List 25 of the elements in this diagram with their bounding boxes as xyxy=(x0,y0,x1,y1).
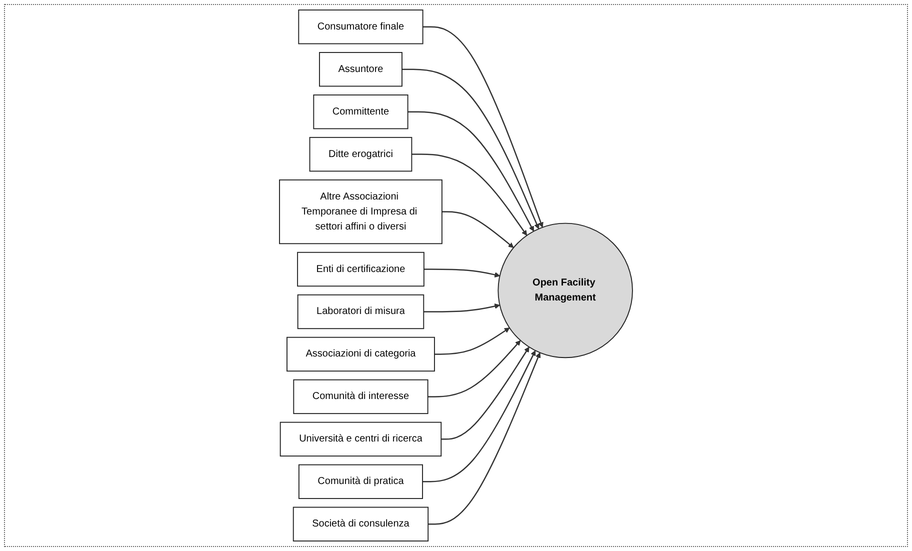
arrow xyxy=(428,340,521,398)
node-box: Associazioni di categoria xyxy=(286,336,435,372)
arrow xyxy=(434,328,510,355)
node-box: Ditte erogatrici xyxy=(309,136,412,172)
arrow xyxy=(422,350,536,482)
node-box: Comunità di pratica xyxy=(298,464,423,499)
arrow xyxy=(408,111,534,232)
node-circle: Open Facility Management xyxy=(498,222,633,358)
arrow xyxy=(424,304,500,312)
node-box: Enti di certificazione xyxy=(297,252,424,287)
arrow xyxy=(402,68,540,230)
arrow xyxy=(442,211,514,248)
node-box: Università e centri di ricerca xyxy=(280,422,442,456)
arrow xyxy=(424,268,500,278)
arrow xyxy=(412,154,528,236)
arrow xyxy=(428,352,541,525)
node-box: Committente xyxy=(313,94,408,130)
node-box: Assuntore xyxy=(319,52,402,87)
node-box: Laboratori di misura xyxy=(297,294,424,330)
node-box: Comunità di interesse xyxy=(293,379,428,414)
node-box: Altre Associazioni Temporanee di Impresa di settori affini o diversi xyxy=(279,179,442,244)
arrow xyxy=(422,26,544,228)
arrow xyxy=(441,346,530,440)
node-box: Consumatore finale xyxy=(298,10,424,44)
node-box: Società di consulenza xyxy=(292,506,429,542)
